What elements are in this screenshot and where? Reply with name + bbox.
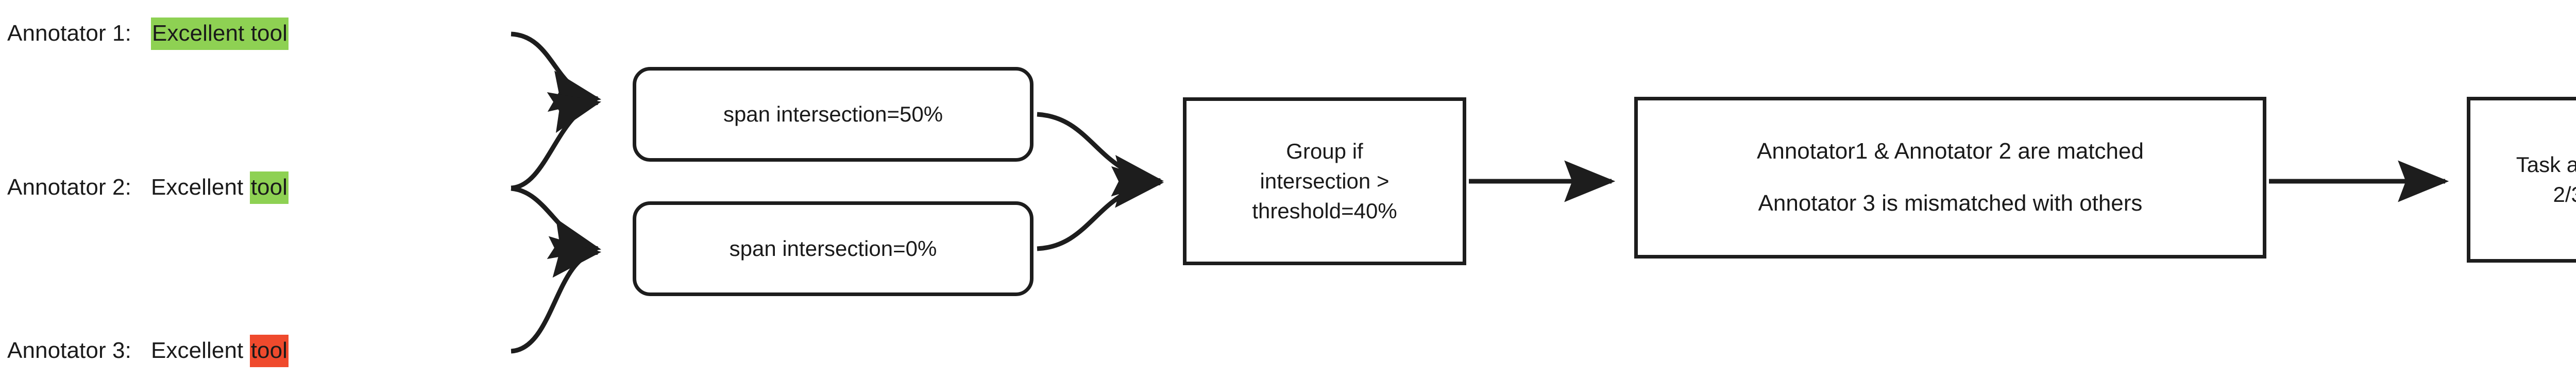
annotator-2-label: Annotator 2: xyxy=(7,175,131,200)
connector-annotator2-to-span-bottom xyxy=(511,186,602,259)
connector-annotator3-to-span-bottom xyxy=(511,236,602,354)
annotator-3-span: Excellent tool xyxy=(150,335,289,367)
node-span-intersection-50[interactable]: span intersection=50% xyxy=(633,67,1033,162)
node-group-rule-label: Group if intersection > threshold=40% xyxy=(1252,139,1397,223)
annotator-2-highlight: tool xyxy=(249,171,289,204)
annotator-3-highlight: tool xyxy=(249,335,289,367)
connector-annotator2-to-span-top xyxy=(511,92,602,191)
annotator-1-highlight: Excellent tool xyxy=(150,18,289,50)
annotator-3-label: Annotator 3: xyxy=(7,338,131,363)
node-span-intersection-0-label: span intersection=0% xyxy=(729,236,937,261)
connector-span-top-to-group xyxy=(1037,112,1164,197)
node-task-agreement[interactable]: Task agreement: 2/3=67% xyxy=(2467,97,2576,263)
annotator-2-span: Excellent tool xyxy=(151,171,289,204)
node-span-intersection-50-label: span intersection=50% xyxy=(723,102,943,127)
annotator-row-1: Annotator 1: Excellent tool xyxy=(7,18,289,50)
annotator-1-label: Annotator 1: xyxy=(7,21,131,46)
connector-annotator1-to-span-top xyxy=(511,31,602,112)
node-match-result-label: Annotator1 & Annotator 2 are matched Ann… xyxy=(1757,139,2144,216)
node-match-result[interactable]: Annotator1 & Annotator 2 are matched Ann… xyxy=(1634,97,2266,259)
annotator-row-2: Annotator 2: Excellent tool xyxy=(7,171,289,204)
annotator-3-prefix: Excellent xyxy=(150,338,250,363)
annotator-row-3: Annotator 3: Excellent tool xyxy=(7,335,289,367)
node-group-rule[interactable]: Group if intersection > threshold=40% xyxy=(1183,97,1466,265)
connector-span-bottom-to-group xyxy=(1037,166,1164,251)
node-span-intersection-0[interactable]: span intersection=0% xyxy=(633,201,1033,296)
node-task-agreement-label: Task agreement: 2/3=67% xyxy=(2516,152,2576,206)
annotator-2-prefix: Excellent xyxy=(150,175,250,200)
annotator-1-span: Excellent tool xyxy=(150,18,289,50)
